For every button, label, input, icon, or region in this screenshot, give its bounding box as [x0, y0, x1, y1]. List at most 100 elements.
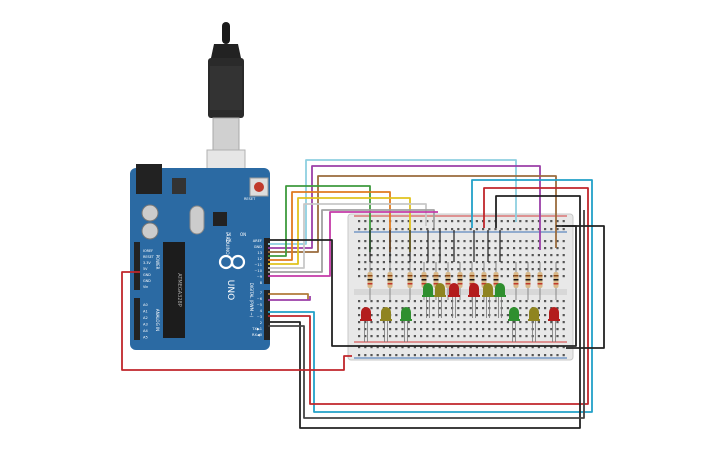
resistor-band: [525, 279, 531, 281]
breadboard-hole: [482, 240, 485, 243]
breadboard-hole: [463, 346, 466, 349]
wire-brown-top[interactable]: [268, 175, 557, 253]
breadboard-hole: [358, 300, 361, 303]
breadboard-hole: [562, 321, 565, 324]
led[interactable]: [495, 283, 505, 296]
led[interactable]: [381, 307, 391, 320]
breadboard-hole: [556, 247, 559, 250]
breadboard-hole: [370, 346, 373, 349]
breadboard-hole: [525, 247, 528, 250]
breadboard-hole: [562, 268, 565, 271]
breadboard-hole: [550, 254, 553, 257]
breadboard-hole: [382, 220, 385, 223]
breadboard-hole: [426, 300, 429, 303]
led[interactable]: [361, 307, 371, 320]
wire-brown-lower[interactable]: [268, 293, 309, 300]
arduino-board[interactable]: ATMEGA328P UNO ARDUINO DIGITAL (PWM ~) P…: [130, 164, 270, 350]
breadboard-hole: [506, 268, 509, 271]
resistor-band: [367, 279, 373, 281]
breadboard-hole: [531, 240, 534, 243]
breadboard-hole: [389, 300, 392, 303]
led-rim: [380, 319, 392, 321]
wire-purple-lower[interactable]: [268, 296, 311, 301]
breadboard-hole: [370, 321, 373, 324]
breadboard-hole: [544, 335, 547, 338]
breadboard-hole: [358, 254, 361, 257]
breadboard-hole: [475, 254, 478, 257]
breadboard-hole: [506, 335, 509, 338]
wire-magenta[interactable]: [268, 211, 438, 277]
led[interactable]: [435, 283, 445, 296]
wire-black-right[interactable]: [556, 225, 605, 349]
led[interactable]: [423, 283, 433, 296]
breadboard-hole: [370, 261, 373, 264]
breadboard-hole: [537, 328, 540, 331]
led[interactable]: [529, 307, 539, 320]
resistor-band: [421, 275, 427, 277]
resistor-band: [553, 275, 559, 277]
breadboard-hole: [463, 275, 466, 278]
breadboard-hole: [426, 261, 429, 264]
breadboard-hole: [500, 247, 503, 250]
breadboard-hole: [500, 321, 503, 324]
breadboard-hole: [358, 247, 361, 250]
reset-button-cap[interactable]: [254, 182, 264, 192]
breadboard-hole: [451, 254, 454, 257]
breadboard-hole: [407, 328, 410, 331]
led[interactable]: [509, 307, 519, 320]
breadboard-hole: [432, 321, 435, 324]
breadboard-hole: [370, 240, 373, 243]
led[interactable]: [401, 307, 411, 320]
wire-black-long[interactable]: [268, 195, 581, 429]
power-label: POWER: [155, 255, 160, 270]
breadboard-hole: [432, 268, 435, 271]
breadboard-hole: [494, 346, 497, 349]
led[interactable]: [483, 283, 493, 296]
breadboard-hole: [562, 254, 565, 257]
breadboard-hole: [438, 268, 441, 271]
breadboard-hole: [475, 321, 478, 324]
breadboard-hole: [413, 314, 416, 317]
breadboard-hole: [544, 268, 547, 271]
breadboard-hole: [494, 335, 497, 338]
led[interactable]: [449, 283, 459, 296]
breadboard-hole: [482, 307, 485, 310]
pin-label: 4: [260, 309, 263, 313]
breadboard-hole: [451, 240, 454, 243]
wire-teal[interactable]: [268, 179, 593, 413]
wire-5v-red[interactable]: [121, 271, 352, 371]
breadboard-hole: [513, 346, 516, 349]
pin-label: ~5: [257, 303, 262, 307]
breadboard-hole: [531, 261, 534, 264]
breadboard-hole: [482, 247, 485, 250]
breadboard-hole: [389, 307, 392, 310]
led[interactable]: [549, 307, 559, 320]
resistor-band: [407, 275, 413, 277]
rx-label: RX: [226, 238, 232, 243]
breadboard-hole: [506, 328, 509, 331]
breadboard-hole: [513, 254, 516, 257]
breadboard-hole: [556, 300, 559, 303]
pin-label: AREF: [253, 239, 262, 243]
breadboard-hole: [531, 247, 534, 250]
wire-gray-2[interactable]: [268, 209, 435, 273]
wire-green[interactable]: [268, 185, 371, 257]
breadboard-hole: [544, 261, 547, 264]
breadboard-hole: [364, 240, 367, 243]
wire-red-long[interactable]: [268, 187, 589, 405]
wires[interactable]: [121, 159, 605, 429]
breadboard-hole: [469, 307, 472, 310]
wire-yellow-top[interactable]: [268, 197, 411, 265]
breadboard-hole: [451, 220, 454, 223]
breadboard-hole: [395, 354, 398, 357]
breadboard-hole: [389, 321, 392, 324]
breadboard-hole: [413, 261, 416, 264]
led[interactable]: [469, 283, 479, 296]
breadboard-hole: [358, 307, 361, 310]
breadboard-hole: [482, 314, 485, 317]
breadboard-hole: [556, 220, 559, 223]
breadboard-hole: [500, 268, 503, 271]
breadboard-hole: [469, 254, 472, 257]
usb-cable[interactable]: [206, 22, 246, 193]
resistor-band: [407, 279, 413, 281]
